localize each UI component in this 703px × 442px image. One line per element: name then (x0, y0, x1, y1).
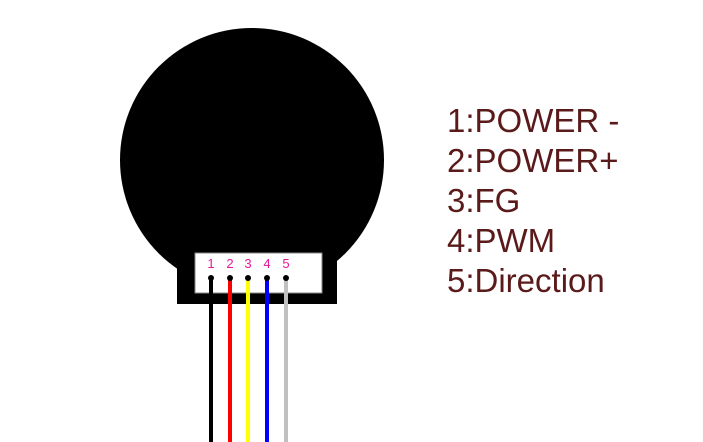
terminal-4 (264, 275, 270, 281)
terminal-5 (283, 275, 289, 281)
legend-line-2: 2:POWER+ (447, 142, 618, 179)
pin-label-4: 4 (263, 256, 270, 271)
terminals (208, 275, 289, 281)
terminal-2 (227, 275, 233, 281)
pin-label-3: 3 (244, 256, 251, 271)
pin-label-1: 1 (207, 256, 214, 271)
terminal-1 (208, 275, 214, 281)
wires (209, 278, 288, 442)
motor-body (120, 28, 384, 292)
pin-labels: 1 2 3 4 5 (207, 256, 289, 271)
legend-line-1: 1:POWER - (447, 102, 619, 139)
pinout-legend: 1:POWER - 2:POWER+ 3:FG 4:PWM 5:Directio… (447, 102, 619, 299)
legend-line-5: 5:Direction (447, 262, 605, 299)
terminal-3 (245, 275, 251, 281)
connector-housing (194, 252, 323, 294)
legend-line-4: 4:PWM (447, 222, 555, 259)
legend-line-3: 3:FG (447, 182, 520, 219)
pin-label-2: 2 (226, 256, 233, 271)
pin-label-5: 5 (282, 256, 289, 271)
